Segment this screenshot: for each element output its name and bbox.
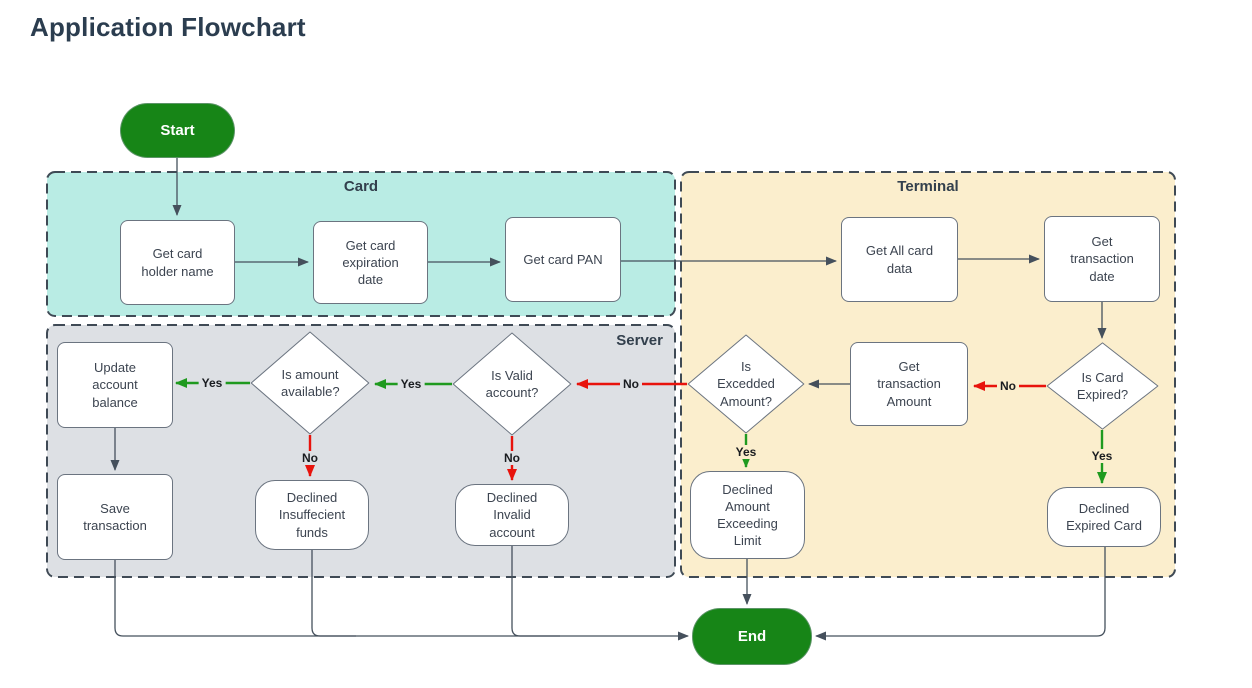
decision-label: Is Valid account? — [485, 367, 539, 400]
no-label-expired-to-transamount: No — [997, 379, 1019, 393]
decision-label: Is amount available? — [281, 366, 340, 399]
decision-label: Is Excedded Amount? — [717, 359, 775, 409]
terminal-region-label: Terminal — [897, 178, 959, 195]
is-valid-account-decision: Is Valid account? — [452, 332, 572, 436]
edge-invalid-to-end — [511, 546, 560, 637]
server-region-label: Server — [616, 332, 663, 349]
get-card-holder-name-node: Get card holder name — [120, 220, 235, 305]
is-card-expired-decision: Is Card Expired? — [1046, 342, 1159, 430]
edge-save-to-end — [114, 560, 689, 641]
no-label-valid-down: No — [501, 451, 523, 465]
yes-label-valid-to-available: Yes — [397, 377, 425, 391]
declined-invalid-account-node: Declined Invalid account — [455, 484, 569, 546]
declined-amount-exceeding-limit-node: Declined Amount Exceeding Limit — [690, 471, 805, 559]
diamond-shape — [1046, 342, 1159, 430]
decision-label: Is Card Expired? — [1076, 369, 1129, 402]
get-all-card-data-node: Get All card data — [841, 217, 958, 302]
get-card-expiration-date-node: Get card expiration date — [313, 221, 428, 304]
yes-label-excedded-down: Yes — [732, 445, 760, 459]
start-node: Start — [120, 103, 235, 158]
yes-label-available-to-update: Yes — [198, 376, 226, 390]
is-excedded-amount-decision: Is Excedded Amount? — [687, 334, 805, 434]
diamond-shape — [452, 332, 572, 436]
diamond-shape — [687, 334, 805, 434]
card-region-label: Card — [343, 178, 379, 195]
yes-label-expired-down: Yes — [1088, 449, 1116, 463]
edge-insuffecient-to-end — [311, 550, 356, 637]
declined-insuffecient-funds-node: Declined Insuffecient funds — [255, 480, 369, 550]
page-title: Application Flowchart — [30, 12, 306, 42]
update-account-balance-node: Update account balance — [57, 342, 173, 428]
get-transaction-date-node: Get transaction date — [1044, 216, 1160, 302]
get-card-pan-node: Get card PAN — [505, 217, 621, 302]
declined-expired-card-node: Declined Expired Card — [1047, 487, 1161, 547]
no-label-excedded-to-valid: No — [620, 377, 642, 391]
save-transaction-node: Save transaction — [57, 474, 173, 560]
is-amount-available-decision: Is amount available? — [250, 331, 370, 435]
no-label-available-down: No — [299, 451, 321, 465]
end-node: End — [692, 608, 812, 665]
diamond-shape — [250, 331, 370, 435]
edge-expiredcard-to-end — [815, 547, 1106, 641]
get-transaction-amount-node: Get transaction Amount — [850, 342, 968, 426]
